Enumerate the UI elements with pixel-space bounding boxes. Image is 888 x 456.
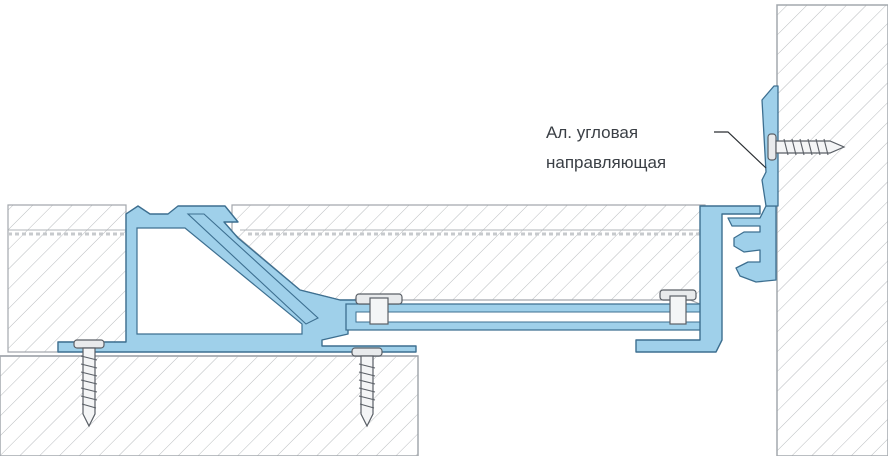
callout-leader	[714, 131, 767, 169]
screed-layer	[7, 204, 706, 353]
screw-wall	[767, 133, 846, 161]
annotation-line-2: направляющая	[546, 153, 666, 172]
concrete-slab	[0, 355, 419, 456]
aluminium-profile	[57, 85, 779, 353]
screw-left	[73, 339, 105, 428]
bolt-right	[659, 289, 697, 325]
bolt-left	[355, 293, 403, 325]
annotation-line-1: Ал. угловая	[546, 123, 638, 142]
screw-middle	[351, 347, 383, 428]
right-wall	[776, 4, 888, 456]
